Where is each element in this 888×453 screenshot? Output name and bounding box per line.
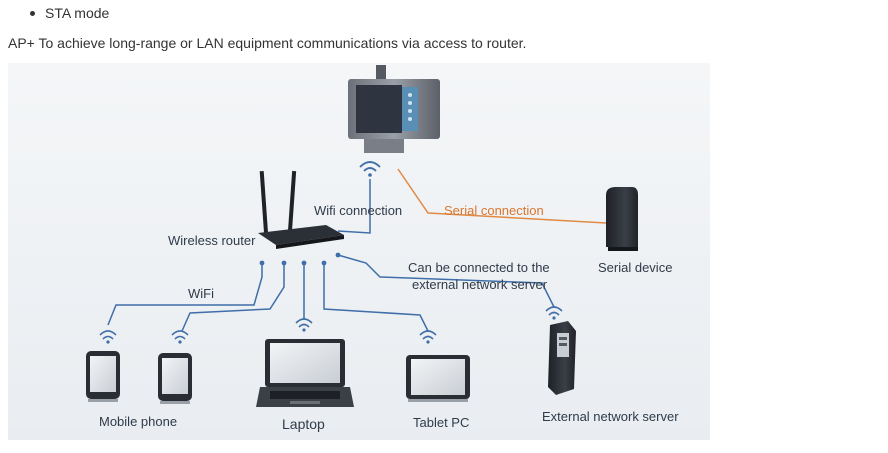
external-server-icon (548, 321, 576, 395)
label-wifi-connection: Wifi connection (314, 203, 403, 218)
network-diagram: Wireless router Wifi connection Serial c… (8, 63, 710, 440)
bullet-icon (30, 10, 35, 16)
label-wifi: WiFi (188, 286, 214, 301)
label-mobile-phone: Mobile phone (99, 414, 178, 429)
device-wifi-icons (99, 306, 563, 344)
wifi-connection-line (337, 179, 371, 234)
laptop-icon (256, 339, 354, 407)
label-laptop: Laptop (282, 416, 325, 432)
list-item-text: STA mode (45, 5, 110, 21)
description-text: AP+ To achieve long-range or LAN equipme… (8, 35, 527, 51)
router-port-dots (259, 252, 341, 266)
label-external-line1: Can be connected to the (408, 260, 550, 275)
label-wireless-router: Wireless router (168, 233, 256, 248)
label-tablet-pc: Tablet PC (413, 415, 470, 430)
label-serial-device: Serial device (598, 260, 673, 275)
label-serial-connection: Serial connection (444, 203, 544, 218)
list-item-sta-mode: STA mode (30, 5, 109, 21)
serial-connection-line (397, 168, 607, 224)
mobile-phone-2-icon (158, 353, 192, 404)
module-wifi-icon (359, 161, 381, 177)
serial-device-icon (606, 187, 638, 251)
label-external-line2: external network server (412, 277, 548, 292)
tablet-pc-icon (406, 355, 470, 402)
router-link-lines (107, 254, 555, 332)
diagram-graphics (86, 65, 638, 407)
serial-wifi-module-icon (348, 65, 440, 153)
wireless-router-icon (258, 170, 344, 249)
label-external-network-server: External network server (542, 409, 679, 424)
mobile-phone-1-icon (86, 351, 120, 402)
